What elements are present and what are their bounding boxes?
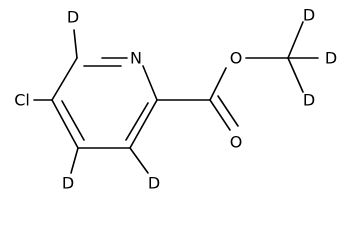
bond-n-c2 xyxy=(142,65,158,101)
bond-c2-c3 xyxy=(129,99,158,149)
bond-c4-d xyxy=(70,147,79,174)
bond-ccarbonyl-ocarbonyl xyxy=(209,99,231,131)
bond-ccarbonyl-oether xyxy=(209,67,227,101)
atom-n: N xyxy=(130,49,142,68)
bond-c2-c3-inner xyxy=(125,102,149,141)
atom-cl: Cl xyxy=(14,91,30,110)
bond-c4-c5 xyxy=(51,99,79,149)
bond-cmethyl-d1 xyxy=(287,21,304,59)
atom-d-me1: D xyxy=(303,6,315,25)
atom-d-c4: D xyxy=(62,174,74,193)
atom-d-me2: D xyxy=(325,49,337,68)
bond-c5-c6 xyxy=(51,57,78,101)
atom-d-me3: D xyxy=(303,91,315,110)
atom-o-carbonyl: O xyxy=(230,133,243,152)
bond-c3-d xyxy=(129,147,149,174)
molecule-diagram: N Cl O O D D D D D D xyxy=(14,6,337,193)
bond-ccarbonyl-ocarbonyl-2 xyxy=(217,95,239,127)
bond-c4-c5-inner xyxy=(61,100,85,141)
bond-c6-d xyxy=(73,29,78,59)
atom-d-c3: D xyxy=(148,174,160,193)
atom-d-c6: D xyxy=(67,8,79,27)
bond-cmethyl-d3 xyxy=(287,57,304,93)
atom-o-ether: O xyxy=(230,49,243,68)
